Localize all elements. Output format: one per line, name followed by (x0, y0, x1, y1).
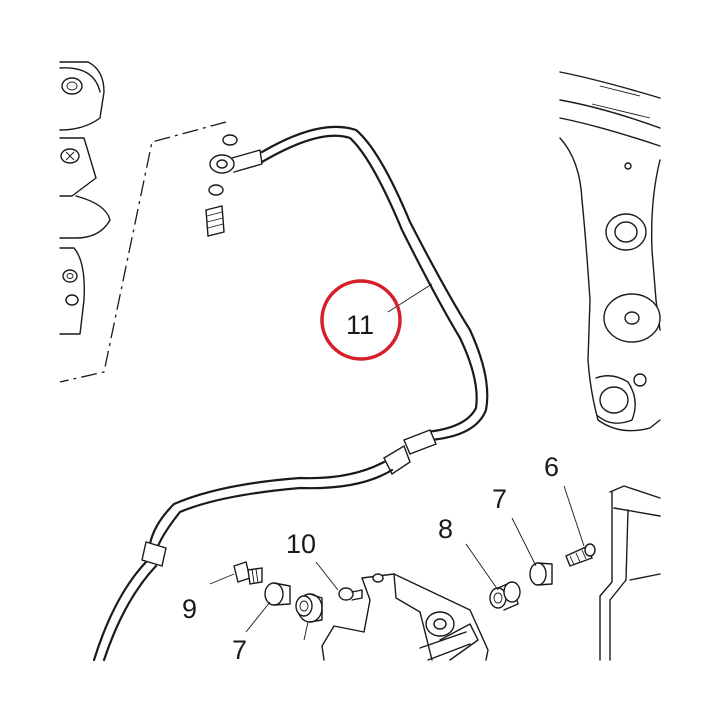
leader-lines (209, 283, 585, 641)
callout-8: 8 (438, 514, 453, 544)
callout-7-left: 7 (232, 635, 247, 665)
bracket-assembly (321, 573, 489, 661)
reservoir-assembly (59, 61, 111, 335)
screw-10 (338, 587, 363, 601)
callout-10: 10 (286, 529, 316, 559)
right-mount-parts (489, 543, 596, 611)
leader-box (59, 121, 227, 383)
highlight-ring (320, 279, 402, 361)
left-mount-parts (233, 561, 323, 623)
side-cover (599, 485, 661, 661)
banjo-fitting (205, 134, 263, 237)
frame-casting (559, 71, 661, 432)
callout-6: 6 (544, 452, 559, 482)
callout-7-right: 7 (492, 484, 507, 514)
callout-11: 11 (346, 310, 374, 340)
callout-9: 9 (182, 594, 197, 624)
brake-hose-11 (92, 125, 489, 662)
